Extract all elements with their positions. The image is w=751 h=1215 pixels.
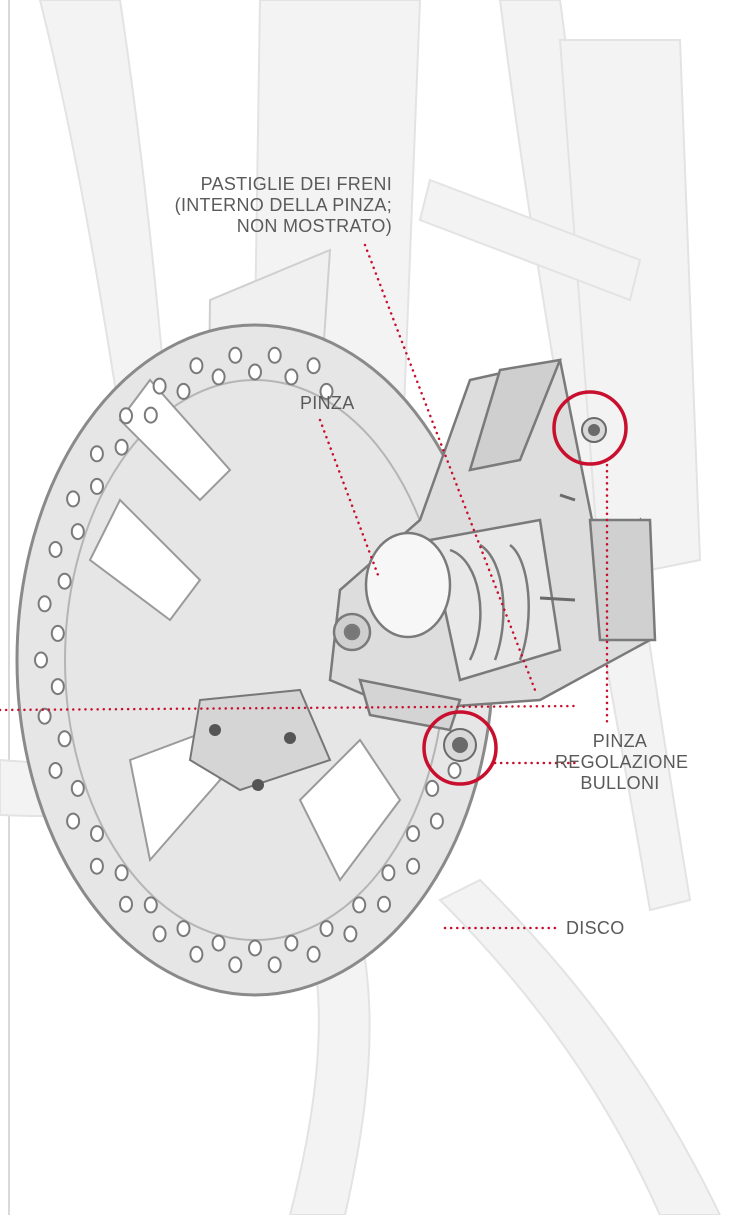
- caliper-body: [328, 358, 657, 732]
- rotor-hole: [248, 939, 262, 957]
- rotor-hole: [57, 572, 72, 590]
- horizontal-reference-line: [0, 704, 580, 712]
- rotor-hole: [114, 864, 129, 882]
- rotor-hole: [114, 438, 129, 456]
- rotor-hole: [211, 934, 226, 952]
- rotor-hole: [152, 377, 167, 395]
- rotor-hole: [119, 895, 133, 913]
- pads-leader-line: [363, 243, 537, 692]
- rotor-hole: [70, 779, 85, 797]
- rotor-hole: [90, 477, 104, 495]
- rotor-holes: [34, 346, 462, 974]
- rotor-hole: [406, 857, 421, 875]
- rotor-hole: [176, 920, 191, 938]
- rotor-hole: [228, 346, 243, 364]
- rotor-hole: [228, 956, 243, 974]
- rotor-hole: [447, 762, 462, 779]
- rotor-hole: [89, 857, 104, 875]
- rotor-hole: [66, 812, 81, 830]
- rotor-hole: [48, 541, 63, 558]
- rotor-hole: [48, 762, 63, 779]
- rotor-hole: [119, 407, 133, 425]
- rotor-hole: [319, 920, 334, 938]
- lower-bolt-highlight-circle: [422, 710, 498, 786]
- disc-label: DISCO: [566, 918, 625, 939]
- rotor-hole: [50, 678, 65, 696]
- rotor-hole: [143, 406, 158, 424]
- rotor-hole: [319, 382, 334, 400]
- rotor-hole: [377, 895, 391, 913]
- rotor-hole: [189, 945, 204, 963]
- brake-pads-label-line-2: (INTERNO DELLA PINZA;: [174, 195, 392, 215]
- rotor-hole: [50, 624, 65, 642]
- rotor-hole: [37, 707, 52, 725]
- rotor-hole: [211, 368, 226, 386]
- rotor-hole: [425, 779, 440, 797]
- rotor-hole: [284, 934, 299, 952]
- brake-pads-label-line-3: NON MOSTRATO): [236, 216, 392, 236]
- rotor-hole: [66, 490, 81, 508]
- rotor-hole: [143, 896, 158, 914]
- leader-lines: [0, 243, 609, 930]
- adjustment-bolts: [443, 417, 607, 762]
- rotor-hole: [37, 595, 52, 613]
- bolts-label-line-2: REGOLAZIONE: [555, 752, 689, 772]
- bolts-label-line-1: PINZA: [592, 731, 648, 751]
- rotor-hole: [176, 382, 191, 400]
- disc-label-text: DISCO: [566, 918, 625, 938]
- rotor-hole: [267, 956, 282, 974]
- rotor-hole: [284, 368, 299, 386]
- brake-pads-label: PASTIGLIE DEI FRENI (INTERNO DELLA PINZA…: [140, 174, 392, 237]
- rotor-hole: [70, 523, 85, 541]
- adjustment-bolts-label: PINZA REGOLAZIONE BULLONI: [555, 731, 689, 794]
- rotor-hole: [381, 864, 396, 882]
- rotor-hole: [57, 730, 72, 748]
- caliper-label: PINZA: [300, 393, 355, 414]
- rotor-hole: [90, 825, 104, 843]
- rotor-hole: [248, 363, 262, 381]
- bolts-label-line-3: BULLONI: [580, 773, 660, 793]
- rotor-hole: [189, 357, 204, 375]
- rotor-hole: [352, 896, 367, 914]
- upper-bolt-highlight-circle: [552, 390, 628, 466]
- caliper-label-text: PINZA: [300, 393, 355, 413]
- rotor-hole: [89, 445, 104, 463]
- rotor-hole: [306, 357, 321, 375]
- rotor-hole: [152, 925, 167, 943]
- rotor-hole: [306, 945, 321, 963]
- rotor-hole: [429, 812, 444, 830]
- highlight-circles: [422, 390, 628, 786]
- rotor-hole: [343, 925, 358, 943]
- rotor-hole: [406, 825, 420, 843]
- rotor-hole: [34, 651, 48, 669]
- brake-pads-label-line-1: PASTIGLIE DEI FRENI: [200, 174, 392, 194]
- rotor-hole: [267, 346, 282, 364]
